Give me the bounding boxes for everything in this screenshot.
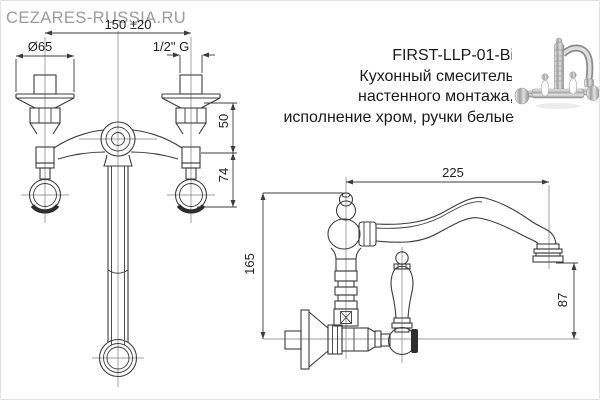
product-text-block: FIRST-LLP-01-Bi Кухонный смеситель насте… — [214, 46, 514, 128]
top-view-drawing: 150 ±20 Ø65 1/2" G 50 — [16, 17, 237, 387]
dim-thread-label: 1/2" G — [153, 39, 189, 54]
photo-faucet — [514, 37, 599, 109]
dim-escutcheon-diameter-label: Ø65 — [28, 39, 53, 54]
dim-mount-spacing-label: 150 ±20 — [105, 17, 152, 32]
photo-right-handle — [568, 71, 578, 95]
dim-offset-lower-label: 74 — [216, 168, 231, 182]
dim-outlet-drop-label: 87 — [555, 293, 570, 307]
photo-left-handle — [540, 73, 550, 97]
product-description-line: Кухонный смеситель — [359, 67, 514, 85]
side-view-drawing: 225 165 87 — [242, 165, 579, 370]
product-description-line: настенного монтажа, — [357, 88, 514, 105]
watermark: CEZARES-RUSSIA.RU — [6, 9, 187, 27]
dim-spout-reach-label: 225 — [442, 165, 464, 180]
product-code: FIRST-LLP-01-Bi — [392, 47, 514, 64]
dim-height-label: 165 — [242, 253, 257, 275]
product-photo — [512, 32, 599, 116]
dim-offset-upper-label: 50 — [216, 114, 231, 128]
product-description-line: исполнение хром, ручки белые — [283, 108, 514, 126]
